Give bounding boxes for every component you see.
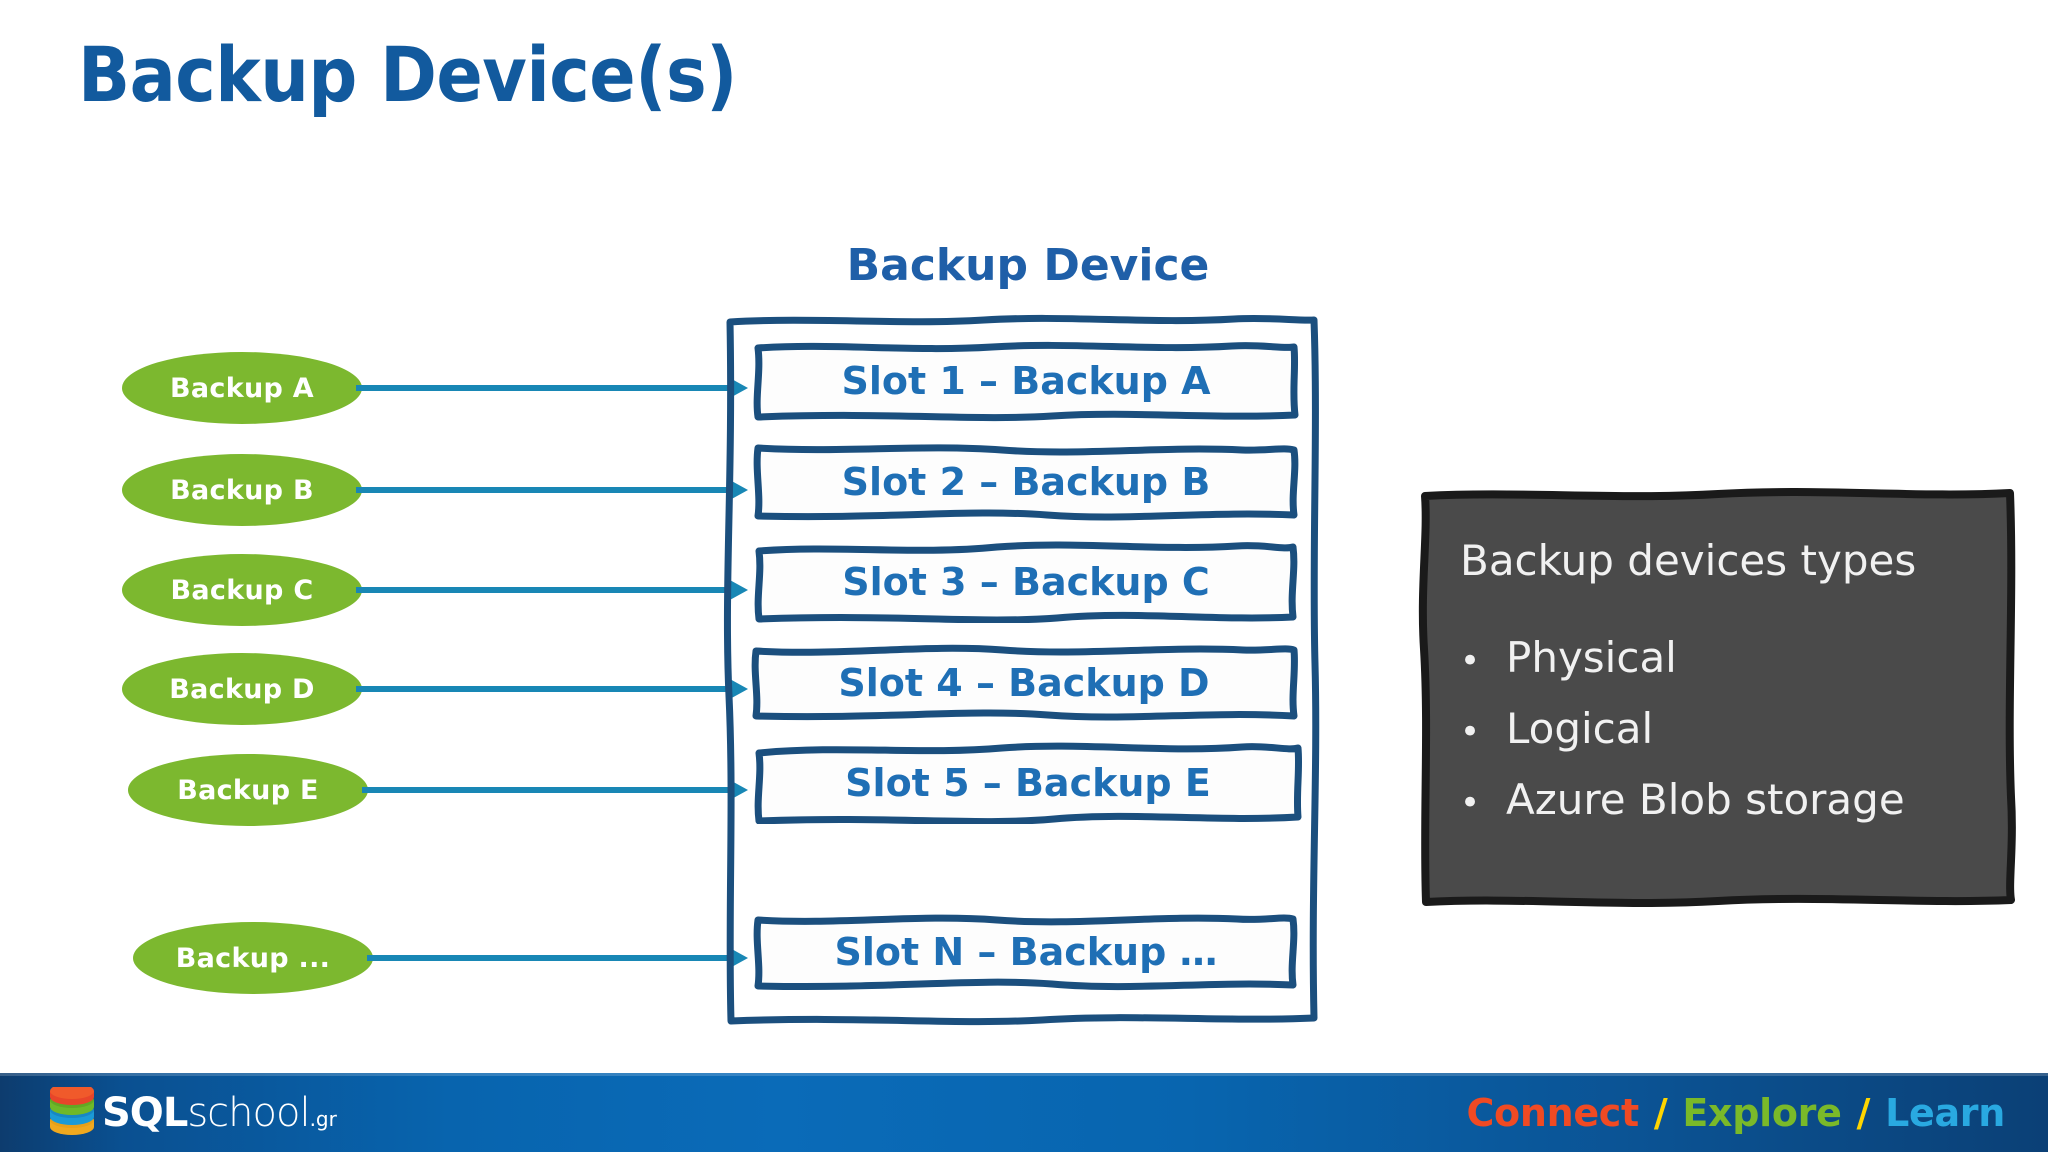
backup-source-ellipse[interactable]: Backup D — [122, 653, 362, 725]
connector-shaft — [367, 955, 728, 961]
backup-source-ellipse[interactable]: Backup B — [122, 454, 362, 526]
backup-source-ellipse[interactable]: Backup A — [122, 352, 362, 424]
slot-box[interactable]: Slot 4 – Backup D — [748, 642, 1300, 724]
tagline-connect[interactable]: Connect — [1466, 1090, 1639, 1135]
list-item: • Physical — [1460, 633, 1984, 682]
slot-box[interactable]: Slot N – Backup … — [752, 911, 1300, 993]
connector-arrow — [356, 377, 748, 399]
connector-shaft — [362, 787, 728, 793]
list-item: • Azure Blob storage — [1460, 775, 1984, 824]
tagline-learn[interactable]: Learn — [1885, 1090, 2005, 1135]
backup-source-ellipse[interactable]: Backup E — [128, 754, 368, 826]
connector-arrowhead — [728, 678, 748, 700]
slot-box[interactable]: Slot 3 – Backup C — [752, 541, 1300, 623]
connector-shaft — [356, 385, 728, 391]
connector-shaft — [356, 686, 728, 692]
connector-shaft — [356, 587, 728, 593]
footer-tagline: Connect / Explore / Learn — [1465, 1091, 2006, 1135]
backup-source-ellipse[interactable]: Backup ... — [133, 922, 373, 994]
callout-list: • Physical • Logical • Azure Blob storag… — [1460, 633, 1984, 824]
backup-device-container — [722, 312, 1322, 1026]
backup-device-types-callout: Backup devices types • Physical • Logica… — [1418, 487, 2018, 907]
backup-source-ellipse[interactable]: Backup C — [122, 554, 362, 626]
logo-school-text: school — [187, 1090, 310, 1136]
list-item: • Logical — [1460, 704, 1984, 753]
connector-arrowhead — [728, 579, 748, 601]
backup-device-heading: Backup Device — [846, 240, 1210, 291]
connector-arrow — [356, 479, 748, 501]
bullet-icon: • — [1460, 783, 1481, 824]
connector-arrow — [356, 579, 748, 601]
bullet-icon: • — [1460, 712, 1481, 753]
list-item-label: Physical — [1506, 633, 1677, 683]
logo-sql-text: SQL — [102, 1090, 188, 1136]
tagline-separator: / — [1653, 1090, 1668, 1135]
list-item-label: Azure Blob storage — [1506, 775, 1905, 825]
logo-tld-text: .gr — [309, 1107, 337, 1131]
tagline-explore[interactable]: Explore — [1682, 1090, 1842, 1135]
slot-box[interactable]: Slot 1 – Backup A — [752, 340, 1300, 422]
page-title: Backup Device(s) — [78, 30, 737, 119]
slot-box[interactable]: Slot 2 – Backup B — [752, 441, 1300, 523]
tagline-separator: / — [1856, 1090, 1871, 1135]
database-stack-icon — [50, 1087, 94, 1135]
connector-arrow — [367, 947, 748, 969]
slot-box[interactable]: Slot 5 – Backup E — [752, 742, 1304, 824]
connector-shaft — [356, 487, 728, 493]
connector-arrow — [362, 779, 748, 801]
bullet-icon: • — [1460, 641, 1481, 682]
list-item-label: Logical — [1506, 704, 1654, 754]
connector-arrow — [356, 678, 748, 700]
callout-title: Backup devices types — [1460, 536, 1917, 585]
